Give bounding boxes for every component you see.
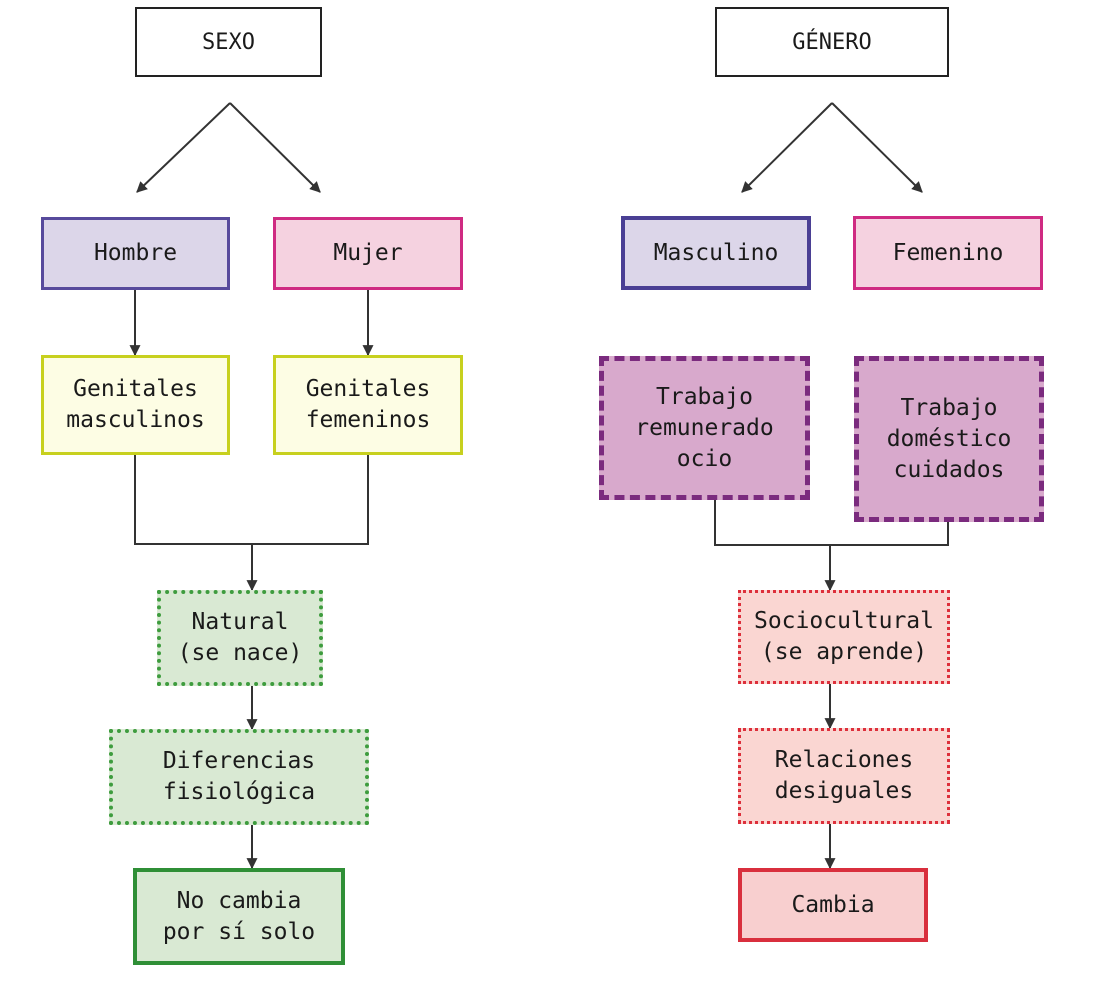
title-genero: GÉNERO xyxy=(715,7,949,77)
arrow-genero-to-masculino xyxy=(741,102,833,193)
node-genitales-masculinos: Genitales masculinos xyxy=(41,355,230,455)
node-femenino: Femenino xyxy=(853,216,1043,290)
node-hombre: Hombre xyxy=(41,217,230,290)
node-masculino: Masculino xyxy=(621,216,811,290)
node-relaciones: Relaciones desiguales xyxy=(738,728,950,824)
node-diferencias: Diferencias fisiológica xyxy=(109,729,369,825)
node-trabajo-domestico: Trabajo doméstico cuidados xyxy=(854,356,1044,522)
arrow-sexo-to-mujer xyxy=(229,102,321,193)
title-sexo: SEXO xyxy=(135,7,322,77)
bracket-genitales xyxy=(134,455,369,545)
node-trabajo-remunerado: Trabajo remunerado ocio xyxy=(599,356,810,500)
node-natural: Natural (se nace) xyxy=(157,590,323,686)
node-cambia: Cambia xyxy=(738,868,928,942)
node-genitales-femeninos: Genitales femeninos xyxy=(273,355,463,455)
bracket-trabajo xyxy=(714,500,949,546)
node-no-cambia: No cambia por sí solo xyxy=(133,868,345,965)
arrow-sexo-to-hombre xyxy=(136,102,231,193)
arrow-genero-to-femenino xyxy=(831,102,923,193)
node-sociocultural: Sociocultural (se aprende) xyxy=(738,590,950,684)
node-mujer: Mujer xyxy=(273,217,463,290)
